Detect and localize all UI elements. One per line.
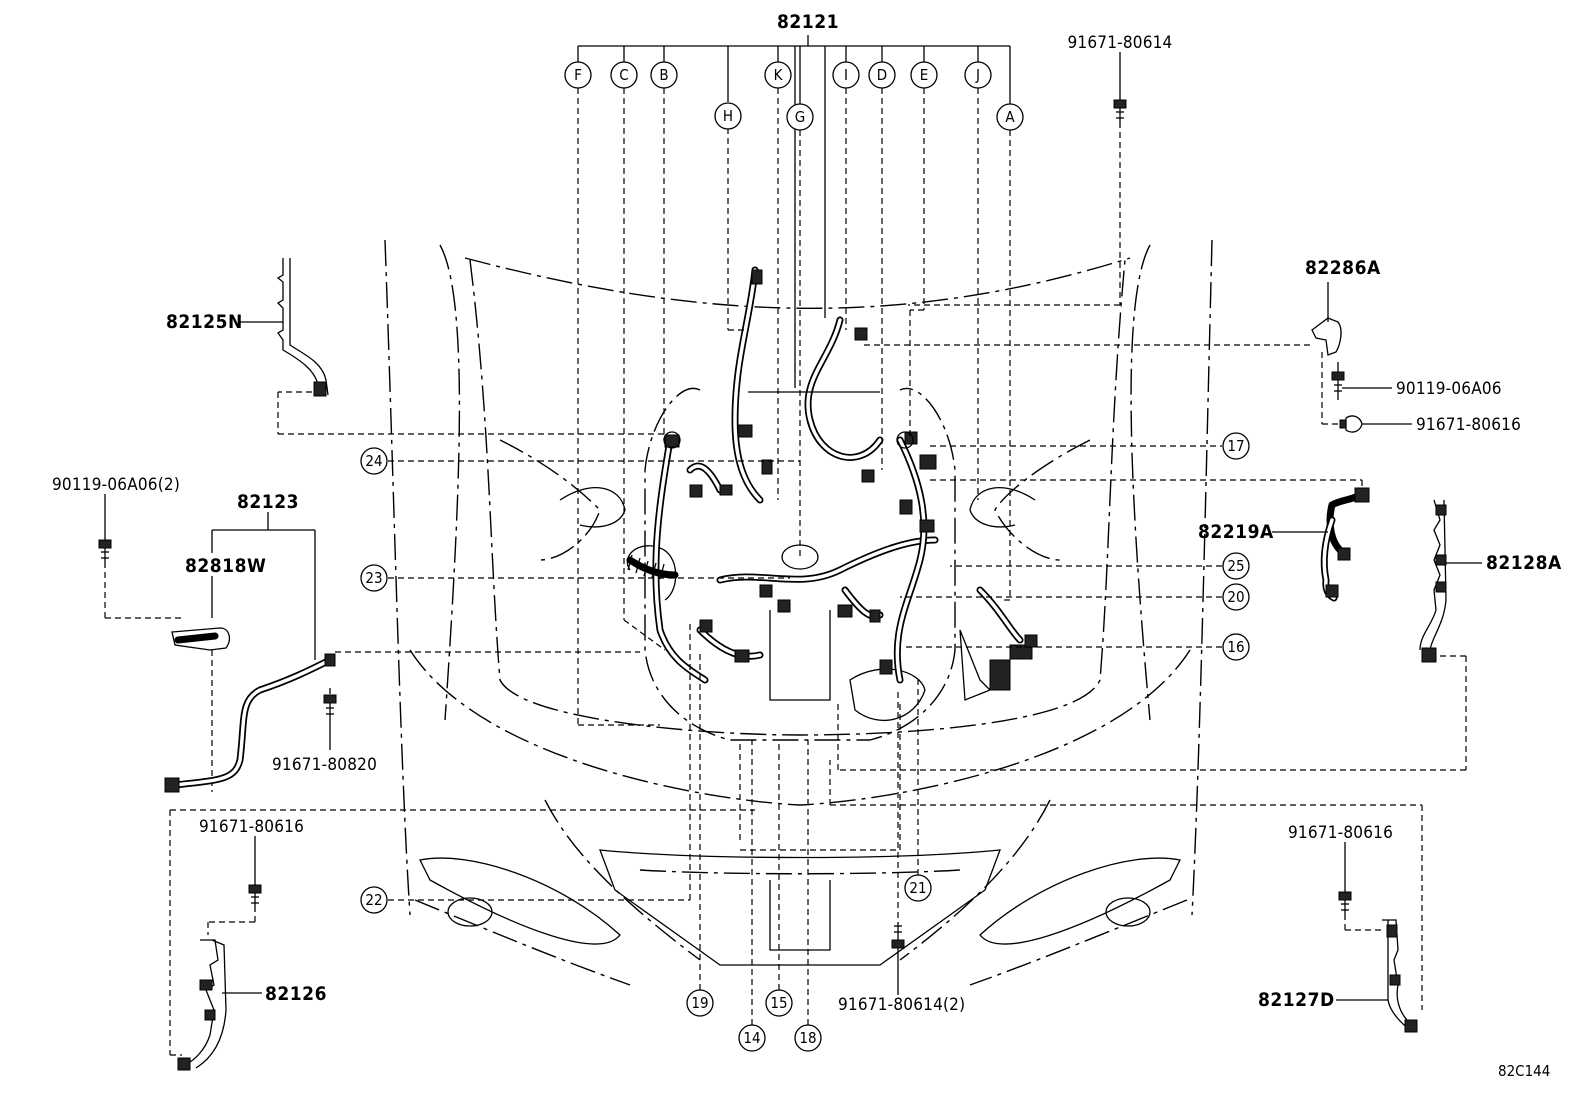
svg-text:F: F bbox=[574, 66, 582, 84]
part-82219A bbox=[930, 479, 1370, 602]
main-harness-bundle bbox=[626, 266, 1038, 691]
callout-I: I bbox=[832, 61, 860, 89]
label-82127D: 82127D bbox=[1258, 989, 1335, 1011]
callout-14: 14 bbox=[738, 1024, 766, 1052]
letter-callouts: F C B H K G I D E J A bbox=[564, 61, 1024, 131]
label-82286A: 82286A bbox=[1305, 257, 1381, 279]
callout-20: 20 bbox=[1222, 583, 1250, 611]
main-harness-leader bbox=[577, 35, 1011, 393]
letter-leaders bbox=[577, 88, 1011, 726]
callout-25: 25 bbox=[1222, 552, 1250, 580]
svg-text:24: 24 bbox=[365, 452, 382, 470]
label-82128A: 82128A bbox=[1486, 552, 1562, 574]
engine-block bbox=[626, 387, 992, 741]
callout-F: F bbox=[564, 61, 592, 89]
callout-18: 18 bbox=[794, 1024, 822, 1052]
callout-24: 24 bbox=[360, 447, 388, 475]
svg-text:K: K bbox=[774, 66, 784, 84]
svg-text:23: 23 bbox=[365, 569, 382, 587]
label-82121: 82121 bbox=[777, 11, 839, 33]
part-labels: 82121 91671-80614 82125N 90119-06A06(2) … bbox=[52, 11, 1562, 1080]
number-callouts: 24 23 22 17 25 20 16 21 19 14 15 18 bbox=[360, 432, 1250, 1052]
bolt-91671-80614-top bbox=[908, 52, 1127, 306]
part-82125N bbox=[238, 258, 668, 435]
label-91671-80616-left: 91671-80616 bbox=[199, 817, 304, 837]
svg-text:H: H bbox=[723, 107, 733, 125]
svg-text:A: A bbox=[1005, 108, 1015, 126]
bolt-91671-80614-2 bbox=[891, 690, 905, 995]
callout-22: 22 bbox=[360, 886, 388, 914]
number-leaders bbox=[388, 445, 1222, 1025]
svg-text:I: I bbox=[844, 66, 848, 84]
part-82127D bbox=[829, 760, 1423, 1033]
label-82818W: 82818W bbox=[185, 555, 266, 577]
label-82123: 82123 bbox=[237, 491, 299, 513]
svg-text:25: 25 bbox=[1227, 557, 1244, 575]
svg-text:D: D bbox=[877, 66, 887, 84]
part-82123-group bbox=[98, 494, 640, 793]
svg-text:G: G bbox=[795, 108, 805, 126]
callout-19: 19 bbox=[686, 989, 714, 1017]
callout-E: E bbox=[910, 61, 938, 89]
callout-C: C bbox=[610, 61, 638, 89]
label-90119-06A06: 90119-06A06 bbox=[1396, 379, 1502, 399]
callout-K: K bbox=[764, 61, 792, 89]
label-91671-80616-right-top: 91671-80616 bbox=[1416, 415, 1521, 435]
callout-A: A bbox=[996, 103, 1024, 131]
label-82125N: 82125N bbox=[166, 311, 243, 333]
svg-text:C: C bbox=[619, 66, 628, 84]
part-82126 bbox=[169, 809, 755, 1071]
vehicle-outline bbox=[384, 239, 1213, 986]
svg-text:20: 20 bbox=[1227, 588, 1244, 606]
callout-B: B bbox=[650, 61, 678, 89]
part-82286A bbox=[860, 282, 1412, 433]
label-91671-80614-top: 91671-80614 bbox=[1067, 33, 1172, 53]
label-90119-06A06-2: 90119-06A06(2) bbox=[52, 475, 180, 495]
label-91671-80820: 91671-80820 bbox=[272, 755, 377, 775]
callout-17: 17 bbox=[1222, 432, 1250, 460]
svg-text:16: 16 bbox=[1227, 638, 1244, 656]
svg-text:21: 21 bbox=[909, 879, 926, 897]
svg-text:22: 22 bbox=[365, 891, 382, 909]
label-91671-80614-2: 91671-80614(2) bbox=[838, 995, 965, 1015]
callout-15: 15 bbox=[765, 989, 793, 1017]
svg-text:19: 19 bbox=[691, 994, 708, 1012]
callout-G: G bbox=[786, 103, 814, 131]
part-82128A bbox=[837, 499, 1482, 771]
label-82126: 82126 bbox=[265, 983, 327, 1005]
callout-J: J bbox=[964, 61, 992, 89]
label-91671-80616-right-bottom: 91671-80616 bbox=[1288, 823, 1393, 843]
svg-text:14: 14 bbox=[743, 1029, 760, 1047]
svg-text:17: 17 bbox=[1227, 437, 1244, 455]
svg-text:B: B bbox=[659, 66, 668, 84]
callout-H: H bbox=[714, 102, 742, 130]
callout-21: 21 bbox=[904, 874, 932, 902]
svg-text:18: 18 bbox=[799, 1029, 816, 1047]
callout-16: 16 bbox=[1222, 633, 1250, 661]
callout-23: 23 bbox=[360, 564, 388, 592]
svg-text:J: J bbox=[975, 66, 980, 84]
callout-D: D bbox=[868, 61, 896, 89]
label-82219A: 82219A bbox=[1198, 521, 1274, 543]
diagram-code: 82C144 bbox=[1498, 1062, 1550, 1080]
svg-text:15: 15 bbox=[770, 994, 787, 1012]
svg-text:E: E bbox=[920, 66, 929, 84]
